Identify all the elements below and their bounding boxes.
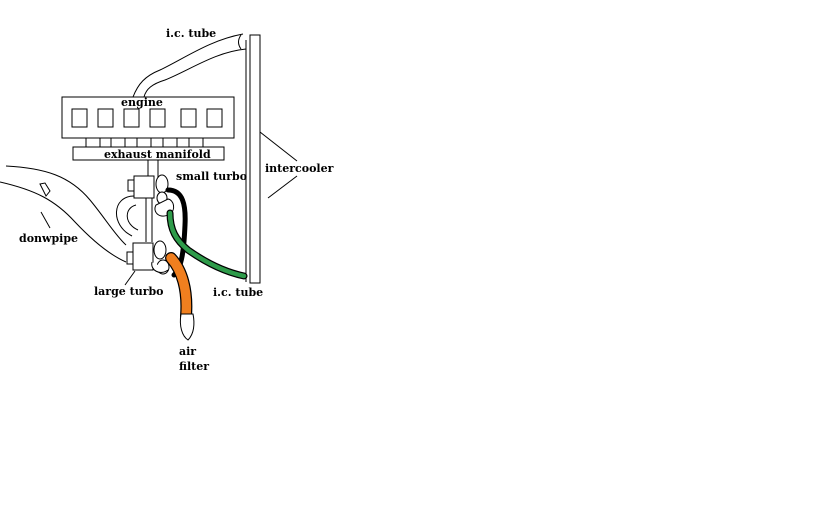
large-turbo-outlet [151,261,169,273]
orange-pipe-fill [166,253,192,321]
ic-tube-upper-line-b [143,48,247,98]
inter-turbo-pipe-outer [116,195,135,237]
engine-outline [61,96,235,139]
air-filter-element [179,313,195,341]
label-intercooler: intercooler [265,162,334,175]
downpipe-lower-edge [0,181,127,263]
downpipe-upper-edge [5,165,127,246]
label-ic-tube-bottom: i.c. tube [213,286,263,299]
label-small-turbo: small turbo [176,170,247,183]
small-turbo-neck [147,160,159,178]
ic-tube-upper-line-a [132,33,244,98]
labels: i.c. tube engine exhaust manifold interc… [19,27,334,373]
large-turbo-leader [124,270,136,286]
downpipe-slot [39,182,51,197]
large-turbo [124,240,170,286]
large-turbo-compressor-top [153,240,167,260]
manifold-runner-3 [136,137,152,148]
cylinder-6 [206,108,223,128]
manifold-runner-2 [110,137,126,148]
large-turbo-turbine [132,242,154,271]
intercooler-body [249,34,261,284]
ic-tube-upper [132,33,247,98]
air-filter [179,313,195,341]
green-pipe [166,209,248,280]
label-air-filter-line2: filter [179,360,209,373]
cylinder-1 [71,108,88,128]
downpipe-leader [40,211,51,229]
intercooler-bracket-bottom [267,175,298,199]
label-exhaust-manifold: exhaust manifold [104,148,211,161]
engine-cylinders [71,108,223,128]
label-air-filter-line1: air [179,345,196,358]
manifold-runner-4 [162,137,178,148]
cylinder-3 [123,108,140,128]
intercooler [245,34,298,284]
ic-tube-upper-flange [238,34,242,50]
cylinder-2 [97,108,114,128]
intercooler-bracket-top [259,131,298,162]
orange-pipe [165,252,193,322]
engine-block [61,96,235,139]
label-engine: engine [121,96,163,109]
green-pipe-fill [167,210,247,279]
downpipe [0,165,127,263]
inter-turbo-pipe [116,195,153,242]
manifold-runner-1 [85,137,101,148]
inter-turbo-pipe-inner [126,204,139,231]
manifold-runner-5 [188,137,204,148]
cylinder-5 [180,108,197,128]
label-large-turbo: large turbo [94,285,164,298]
label-ic-tube-top: i.c. tube [166,27,216,40]
label-downpipe: donwpipe [19,232,78,245]
cylinder-4 [149,108,166,128]
small-turbo-turbine [133,175,155,199]
